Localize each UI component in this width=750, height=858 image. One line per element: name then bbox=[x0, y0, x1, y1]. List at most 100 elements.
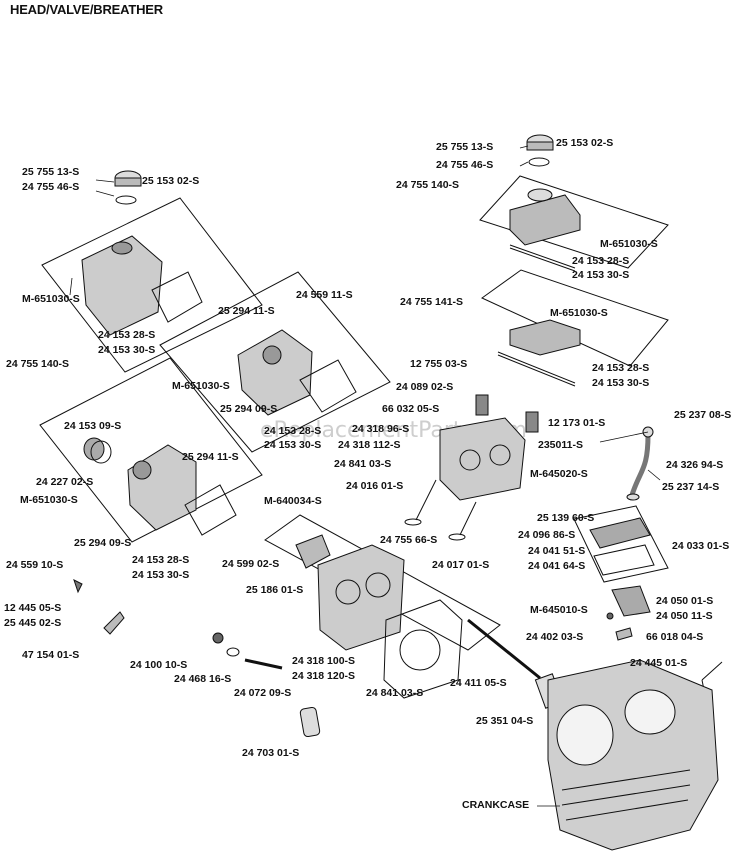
part-label: 24 153 30-S bbox=[572, 269, 630, 281]
part-label: 12 755 03-S bbox=[410, 358, 468, 370]
breather-kit bbox=[589, 517, 651, 549]
part-label: 25 445 02-S bbox=[4, 617, 62, 629]
part-label: M-651030-S bbox=[550, 307, 608, 319]
part-label: 24 153 28-S bbox=[264, 425, 322, 437]
part-label: 24 318 100-S bbox=[292, 655, 356, 667]
page-title: HEAD/VALVE/BREATHER bbox=[10, 2, 163, 17]
part-label: 24 041 51-S bbox=[528, 545, 586, 557]
part-label: 24 841 03-S bbox=[334, 458, 392, 470]
frame-kit bbox=[573, 505, 669, 583]
part-label: 24 016 01-S bbox=[346, 480, 404, 492]
part-label: M-645010-S bbox=[530, 604, 588, 616]
pushrod bbox=[467, 618, 541, 680]
breather-hose bbox=[629, 434, 651, 496]
part-label: M-640034-S bbox=[264, 495, 322, 507]
valve-cover-right-top bbox=[509, 188, 581, 272]
part-label: 24 153 30-S bbox=[98, 344, 156, 356]
part-label: 24 318 120-S bbox=[292, 670, 356, 682]
part-label: 24 072 09-S bbox=[234, 687, 292, 699]
part-label: 24 089 02-S bbox=[396, 381, 454, 393]
part-label: 24 318 112-S bbox=[338, 439, 401, 451]
part-label: 24 326 94-S bbox=[666, 459, 724, 471]
part-label: 24 559 11-S bbox=[296, 289, 353, 301]
head-gasket bbox=[383, 599, 463, 699]
spring-1 bbox=[475, 394, 489, 416]
part-label: 24 033 01-S bbox=[672, 540, 730, 552]
dowel bbox=[299, 706, 321, 738]
part-label: 24 755 141-S bbox=[400, 296, 464, 308]
part-label: 66 018 04-S bbox=[646, 631, 704, 643]
valve-cover-left-top bbox=[81, 235, 203, 336]
part-label: 24 017 01-S bbox=[432, 559, 490, 571]
part-label: 25 153 02-S bbox=[556, 137, 614, 149]
frame-right-top bbox=[479, 175, 669, 269]
frame-right-mid bbox=[481, 269, 669, 367]
part-label: 24 402 03-S bbox=[526, 631, 584, 643]
part-label: 24 227 02-S bbox=[36, 476, 94, 488]
part-label: M-651030-S bbox=[22, 293, 80, 305]
part-label: 24 755 140-S bbox=[6, 358, 70, 370]
frame-left-top bbox=[41, 197, 263, 373]
rod bbox=[701, 661, 723, 681]
valve-cover-right-mid bbox=[497, 319, 581, 387]
part-label: 24 050 11-S bbox=[656, 610, 713, 622]
part-label: 24 559 10-S bbox=[6, 559, 64, 571]
oil-cap-right bbox=[526, 134, 554, 167]
part-label: 25 153 02-S bbox=[142, 175, 200, 187]
frame-left-low bbox=[39, 357, 263, 543]
part-label: 25 755 13-S bbox=[436, 141, 494, 153]
part-label: 25 351 04-S bbox=[476, 715, 534, 727]
crankcase bbox=[547, 659, 719, 851]
part-label: 12 173 01-S bbox=[548, 417, 606, 429]
rocker-arm bbox=[295, 534, 331, 569]
part-label: 25 755 13-S bbox=[22, 166, 80, 178]
part-label: 25 237 08-S bbox=[674, 409, 732, 421]
part-label: 24 468 16-S bbox=[174, 673, 232, 685]
part-label: 24 755 140-S bbox=[396, 179, 460, 191]
part-label: 24 318 96-S bbox=[352, 423, 410, 435]
part-label: 24 841 03-S bbox=[366, 687, 424, 699]
part-label: 25 294 09-S bbox=[220, 403, 278, 415]
part-label: 24 096 86-S bbox=[518, 529, 576, 541]
part-label: M-651030-S bbox=[600, 238, 658, 250]
part-label: 24 153 30-S bbox=[592, 377, 650, 389]
part-label: 25 294 09-S bbox=[74, 537, 132, 549]
valve-2 bbox=[459, 501, 477, 536]
part-label: 235011-S bbox=[538, 439, 583, 451]
part-label: M-651030-S bbox=[172, 380, 230, 392]
part-label: 24 050 01-S bbox=[656, 595, 714, 607]
part-label: 25 294 11-S bbox=[218, 305, 275, 317]
part-label: 25 186 01-S bbox=[246, 584, 304, 596]
part-label: M-645020-S bbox=[530, 468, 588, 480]
part-label: 24 755 46-S bbox=[22, 181, 80, 193]
part-label: 24 445 01-S bbox=[630, 657, 688, 669]
cylinder-head-left bbox=[317, 544, 405, 651]
part-label: 24 153 30-S bbox=[264, 439, 322, 451]
part-label: M-651030-S bbox=[20, 494, 78, 506]
part-label: 24 153 09-S bbox=[64, 420, 122, 432]
baffle bbox=[611, 585, 651, 617]
bracket bbox=[103, 611, 125, 635]
part-label: 25 139 60-S bbox=[537, 512, 595, 524]
part-label: 24 153 28-S bbox=[572, 255, 630, 267]
part-label: 24 755 66-S bbox=[380, 534, 438, 546]
part-label: 24 599 02-S bbox=[222, 558, 280, 570]
part-label: 24 703 01-S bbox=[242, 747, 300, 759]
part-label: 24 100 10-S bbox=[130, 659, 188, 671]
part-label: 24 153 28-S bbox=[592, 362, 650, 374]
valve-cover-left-low bbox=[83, 437, 237, 536]
cylinder-head-right bbox=[439, 417, 526, 501]
part-label: 24 411 05-S bbox=[450, 677, 507, 689]
part-label: 47 154 01-S bbox=[22, 649, 80, 661]
part-label: 25 294 11-S bbox=[182, 451, 239, 463]
part-label: 24 153 30-S bbox=[132, 569, 190, 581]
part-label: 25 237 14-S bbox=[662, 481, 720, 493]
part-label: 24 153 28-S bbox=[132, 554, 190, 566]
part-label: 24 153 28-S bbox=[98, 329, 156, 341]
oil-cap-left bbox=[114, 170, 142, 205]
stud bbox=[244, 658, 283, 670]
valve-cover-left-mid bbox=[237, 329, 357, 416]
part-label: 24 041 64-S bbox=[528, 560, 586, 572]
part-label: 12 445 05-S bbox=[4, 602, 62, 614]
